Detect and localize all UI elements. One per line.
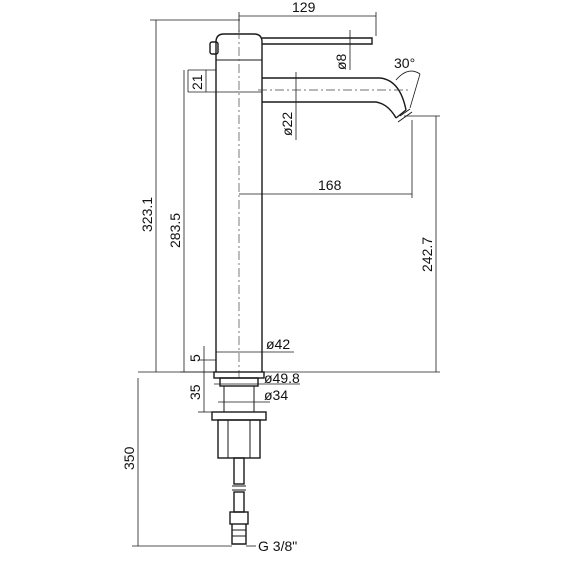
dim-spout-height: 283.5 [167,213,183,248]
faucet-base [211,371,267,545]
dim-total-height: 323.1 [139,197,155,232]
dim-body-dia: ø42 [266,336,290,352]
dim-thread-dia: ø34 [264,387,288,403]
dimension-lines [132,12,440,547]
dim-spout-reach: 168 [318,177,342,193]
dim-spout-angle: 30° [394,55,415,71]
dim-lever-height: 21 [189,74,205,90]
dim-outlet-height: 242.7 [419,237,435,272]
dim-base-dia: ø49.8 [264,370,300,386]
dim-base-height: 35 [187,384,203,400]
faucet-body [209,30,413,378]
dim-spout-dia: ø22 [279,112,295,136]
dim-base-gap: 5 [187,354,203,362]
dim-lever-dia: ø8 [333,53,349,70]
dim-hose-length: 350 [121,446,137,470]
dim-connection: G 3/8" [258,538,297,554]
dim-top-width: 129 [292,0,316,15]
